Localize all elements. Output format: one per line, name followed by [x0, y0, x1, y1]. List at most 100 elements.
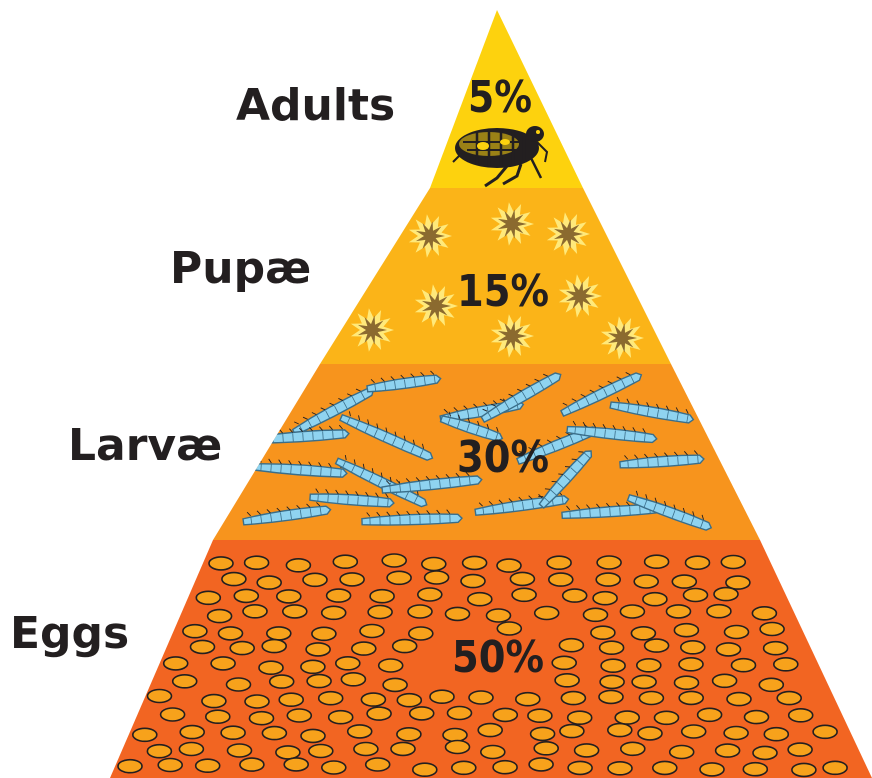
egg-icon: [287, 709, 311, 722]
egg-icon: [183, 625, 207, 638]
egg-icon: [202, 695, 226, 708]
egg-icon: [510, 572, 534, 585]
egg-icon: [788, 743, 812, 756]
egg-icon: [717, 643, 741, 656]
egg-icon: [243, 605, 267, 618]
egg-icon: [463, 556, 487, 569]
egg-icon: [327, 589, 351, 602]
egg-icon: [684, 589, 708, 602]
egg-icon: [191, 640, 215, 653]
egg-icon: [760, 623, 784, 636]
egg-icon: [228, 744, 252, 757]
egg-icon: [547, 556, 571, 569]
egg-icon: [478, 724, 502, 737]
egg-icon: [584, 608, 608, 621]
egg-icon: [759, 678, 783, 691]
egg-icon: [230, 642, 254, 655]
egg-icon: [813, 725, 837, 738]
egg-icon: [206, 710, 230, 723]
egg-icon: [724, 727, 748, 740]
egg-icon: [179, 743, 203, 756]
egg-icon: [777, 692, 801, 705]
egg-icon: [700, 763, 724, 776]
egg-icon: [446, 607, 470, 620]
egg-icon: [549, 573, 573, 586]
egg-icon: [425, 571, 449, 584]
egg-icon: [222, 573, 246, 586]
tier-percent-eggs: 50%: [452, 632, 544, 683]
egg-icon: [620, 605, 644, 618]
egg-icon: [164, 657, 188, 670]
egg-icon: [309, 745, 333, 758]
egg-icon: [638, 727, 662, 740]
egg-icon: [306, 643, 330, 656]
egg-icon: [469, 691, 493, 704]
egg-icon: [307, 675, 331, 688]
egg-icon: [208, 610, 232, 623]
egg-icon: [732, 659, 756, 672]
egg-icon: [322, 761, 346, 774]
egg-icon: [713, 674, 737, 687]
egg-icon: [535, 607, 559, 620]
egg-icon: [667, 605, 691, 618]
egg-icon: [512, 588, 536, 601]
egg-icon: [333, 555, 357, 568]
egg-icon: [686, 556, 710, 569]
egg-icon: [764, 728, 788, 741]
egg-icon: [319, 692, 343, 705]
egg-icon: [823, 761, 847, 774]
egg-icon: [283, 605, 307, 618]
egg-icon: [430, 690, 454, 703]
egg-icon: [379, 659, 403, 672]
egg-icon: [600, 675, 624, 688]
egg-icon: [716, 744, 740, 757]
egg-icon: [493, 761, 517, 774]
egg-icon: [461, 575, 485, 588]
egg-icon: [599, 690, 623, 703]
egg-icon: [529, 758, 553, 771]
egg-icon: [639, 692, 663, 705]
egg-icon: [259, 661, 283, 674]
egg-icon: [387, 571, 411, 584]
tier-label-eggs: Eggs: [10, 608, 129, 659]
egg-icon: [286, 559, 310, 572]
tier-percent-adults: 5%: [468, 72, 532, 123]
egg-icon: [322, 606, 346, 619]
egg-icon: [675, 676, 699, 689]
egg-icon: [391, 742, 415, 755]
egg-icon: [561, 692, 585, 705]
egg-icon: [413, 763, 437, 776]
egg-icon: [329, 711, 353, 724]
egg-icon: [497, 559, 521, 572]
egg-icon: [409, 627, 433, 640]
egg-icon: [468, 593, 492, 606]
egg-icon: [621, 742, 645, 755]
egg-icon: [645, 555, 669, 568]
egg-icon: [158, 759, 182, 772]
egg-icon: [354, 743, 378, 756]
egg-icon: [670, 746, 694, 759]
egg-icon: [789, 709, 813, 722]
egg-icon: [593, 592, 617, 605]
egg-icon: [301, 660, 325, 673]
egg-icon: [173, 675, 197, 688]
egg-icon: [262, 727, 286, 740]
egg-icon: [448, 707, 472, 720]
egg-icon: [568, 711, 592, 724]
egg-icon: [277, 590, 301, 603]
egg-icon: [597, 556, 621, 569]
egg-icon: [634, 575, 658, 588]
egg-icon: [383, 678, 407, 691]
egg-icon: [370, 590, 394, 603]
egg-icon: [679, 658, 703, 671]
egg-icon: [279, 693, 303, 706]
egg-icon: [575, 744, 599, 757]
tier-label-adults: Adults: [236, 80, 395, 131]
tier-label-pupae: Pupæ: [170, 243, 311, 294]
egg-icon: [360, 625, 384, 638]
egg-icon: [340, 573, 364, 586]
egg-icon: [681, 641, 705, 654]
egg-icon: [336, 657, 360, 670]
egg-icon: [727, 693, 751, 706]
